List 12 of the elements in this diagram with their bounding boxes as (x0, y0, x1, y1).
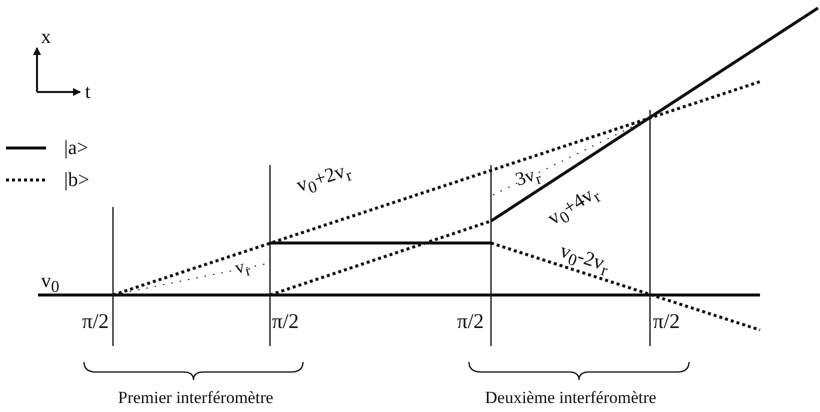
group-caption: Premier interféromètre (118, 389, 274, 406)
diagram-label: π/2 (653, 311, 680, 332)
diagram-label: v$_{r}$ (232, 256, 253, 282)
legend-text: |b> (64, 170, 90, 190)
diagram-label: x (41, 27, 51, 47)
diagram-label: v$_{0}$ (41, 271, 60, 296)
diagram-label: π/2 (272, 311, 299, 332)
diagram-label: π/2 (457, 311, 484, 332)
group-caption: Deuxième interféromètre (485, 389, 656, 406)
diagram-label: π/2 (82, 311, 109, 332)
diagram-label: t (85, 82, 91, 102)
legend-text: |a> (64, 138, 88, 158)
